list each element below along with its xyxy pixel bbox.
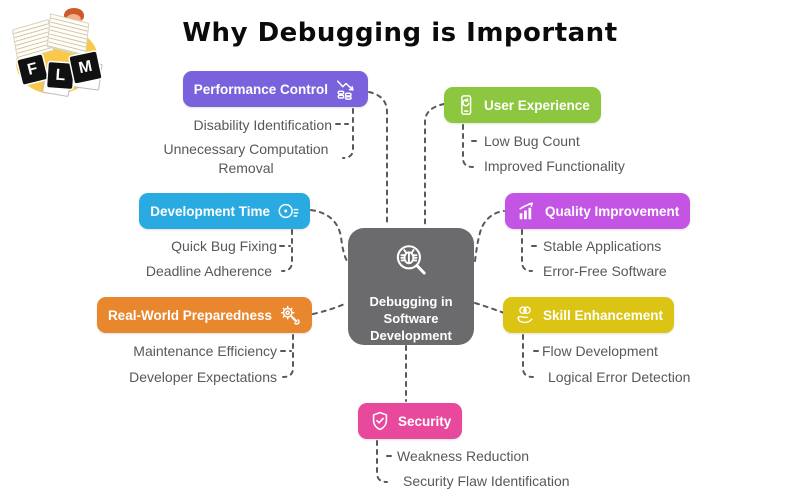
- brain-hand-icon: [514, 304, 536, 326]
- gear-wrench-icon: [279, 304, 301, 326]
- growth-chart-icon: [516, 200, 538, 222]
- branch-item: Deadline Adherence: [145, 263, 272, 279]
- connector-center-performance: [368, 91, 388, 227]
- branch-item: Low Bug Count: [484, 133, 580, 149]
- center-node-label: Debugging in Software Development: [369, 294, 453, 343]
- branch-label-skill-enhancement: Skill Enhancement: [543, 307, 664, 323]
- branch-label-performance-control: Performance Control: [193, 81, 328, 97]
- branch-node-real-world-preparedness: Real-World Preparedness: [96, 297, 312, 333]
- itemline-security: [376, 440, 397, 483]
- connector-center-skill: [474, 302, 505, 314]
- connector-center-real-world: [312, 302, 348, 315]
- shield-check-icon: [369, 410, 391, 432]
- itemline-real-world: [280, 334, 294, 378]
- branch-item: Flow Development: [542, 343, 658, 359]
- branch-item: Security Flaw Identification: [403, 473, 570, 489]
- itemline-quality: [521, 229, 542, 272]
- branch-item: Logical Error Detection: [548, 369, 691, 385]
- logo-letter-l: L: [47, 62, 74, 89]
- branch-node-performance-control: Performance Control: [182, 71, 368, 107]
- branch-item: Disability Identification: [193, 117, 332, 133]
- logo-letter-m: M: [69, 51, 102, 84]
- branch-item: Maintenance Efficiency: [133, 343, 277, 359]
- branch-item: Stable Applications: [543, 238, 662, 254]
- phone-refresh-icon: [455, 94, 477, 116]
- branch-label-quality-improvement: Quality Improvement: [545, 203, 680, 219]
- branch-node-development-time: Development Time: [139, 193, 310, 229]
- branch-item: Quick Bug Fixing: [171, 238, 277, 254]
- flm-logo: F L M: [8, 2, 103, 106]
- branch-node-user-experience: User Experience: [444, 87, 601, 123]
- itemline-performance: [335, 108, 354, 159]
- connector-center-development-time: [310, 209, 348, 262]
- branch-item: Unnecessary Computation Removal: [163, 141, 329, 176]
- connector-center-quality: [474, 210, 505, 262]
- bug-magnifier-icon: [390, 241, 432, 288]
- branch-node-security: Security: [358, 403, 463, 439]
- connector-center-user-experience: [424, 103, 445, 227]
- branch-item: Improved Functionality: [484, 158, 625, 174]
- itemline-development-time: [279, 229, 293, 272]
- itemline-skill: [522, 334, 544, 378]
- branch-item: Error-Free Software: [543, 263, 667, 279]
- branch-label-user-experience: User Experience: [484, 97, 590, 113]
- timer-icon: [277, 200, 299, 222]
- branch-item: Developer Expectations: [129, 369, 277, 385]
- branch-label-development-time: Development Time: [150, 203, 270, 219]
- declining-chart-coins-icon: [335, 78, 357, 100]
- branch-node-quality-improvement: Quality Improvement: [505, 193, 691, 229]
- branch-label-real-world-preparedness: Real-World Preparedness: [107, 307, 272, 323]
- branch-item: Weakness Reduction: [397, 448, 530, 464]
- branch-node-skill-enhancement: Skill Enhancement: [503, 297, 675, 333]
- branch-label-security: Security: [398, 413, 452, 429]
- center-node-debugging: Debugging in Software Development: [348, 228, 474, 345]
- page-title: Why Debugging is Important: [182, 18, 618, 48]
- itemline-user-experience: [462, 124, 482, 168]
